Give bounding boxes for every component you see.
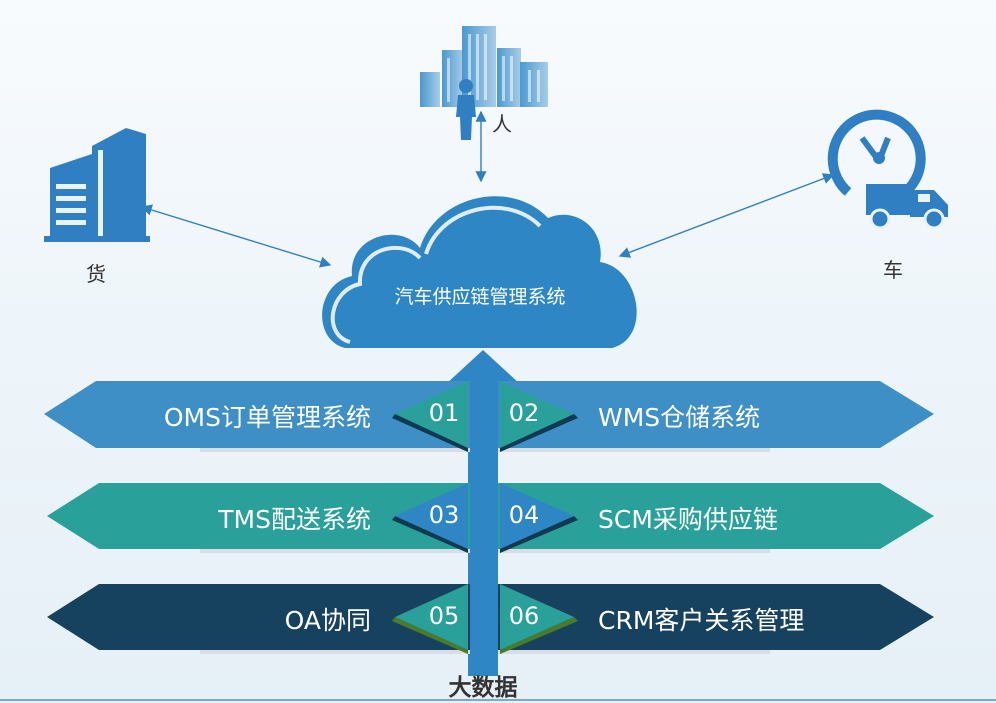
module-banner-06[interactable] — [498, 584, 934, 654]
center-system-title: 汽车供应链管理系统 — [394, 286, 566, 308]
module-number-05: 05 — [428, 602, 460, 630]
module-label-06: CRM客户关系管理 — [598, 606, 805, 635]
module-label-01: OMS订单管理系统 — [163, 403, 371, 432]
connector-goods — [140, 204, 332, 268]
module-number-06: 06 — [508, 602, 540, 630]
number-tab-01 — [392, 381, 468, 452]
module-number-02: 02 — [508, 399, 540, 427]
clock-truck-icon — [827, 109, 948, 230]
number-tab-06 — [500, 584, 578, 654]
central-arrow — [446, 350, 520, 676]
number-tab-05 — [392, 584, 468, 654]
module-number-01: 01 — [428, 399, 460, 427]
connector-vehicle — [618, 173, 835, 258]
cloud-shape — [322, 196, 637, 348]
module-label-05: OA协同 — [284, 606, 371, 635]
node-goods-label: 货 — [86, 262, 106, 286]
module-banner-01[interactable] — [44, 381, 470, 452]
module-number-03: 03 — [428, 501, 460, 529]
number-tab-03 — [392, 483, 468, 553]
warehouse-icon — [44, 128, 150, 242]
module-banner-03[interactable] — [47, 483, 470, 553]
connectors — [140, 110, 835, 268]
big-data-label: 大数据 — [448, 675, 518, 701]
module-banner-02[interactable] — [498, 381, 934, 452]
module-label-02: WMS仓储系统 — [598, 403, 761, 432]
node-vehicle-label: 车 — [883, 258, 903, 282]
module-banner-04[interactable] — [498, 483, 934, 553]
number-tab-02 — [500, 381, 578, 452]
module-number-04: 04 — [508, 501, 540, 529]
node-person-label: 人 — [492, 112, 512, 136]
number-tab-04 — [500, 483, 578, 553]
module-banner-05[interactable] — [47, 584, 470, 654]
module-label-03: TMS配送系统 — [218, 505, 371, 534]
module-label-04: SCM采购供应链 — [598, 505, 778, 534]
buildings-person-icon — [420, 26, 548, 140]
